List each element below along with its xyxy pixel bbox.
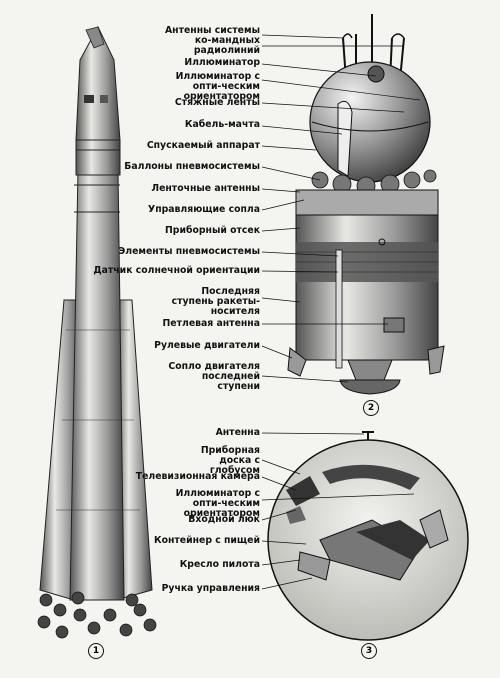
label-food-container: Контейнер с пищей: [153, 535, 260, 546]
label-steering-engines: Рулевые двигатели: [154, 340, 260, 351]
figure-number-1: 1: [88, 643, 104, 659]
label-porthole: Иллюминатор: [184, 57, 260, 68]
rocket-drawing: [37, 25, 157, 639]
label-loop-antenna: Петлевая антенна: [162, 318, 260, 329]
label-control-stick: Ручка управления: [161, 583, 260, 594]
label-porthole-orienter: Иллюминатор с опти-ческим ориентатором: [175, 71, 260, 102]
label-tape-antennas: Ленточные антенны: [151, 183, 260, 194]
label-entry-hatch: Входной люк: [188, 514, 260, 525]
label-instrument-panel: Приборная доска с глобусом: [200, 445, 260, 476]
cabin-drawing: [267, 431, 469, 641]
label-control-nozzles: Управляющие сопла: [148, 204, 260, 215]
label-instrument-section: Приборный отсек: [165, 225, 260, 236]
label-sun-sensor: Датчик солнечной ориентации: [93, 265, 260, 276]
label-command-antennas: Антенны системы ко-мандных радиолиний: [164, 25, 260, 56]
label-tv-camera: Телевизионная камера: [135, 471, 260, 482]
label-antenna: Антенна: [215, 427, 260, 438]
spacecraft-drawing: [287, 14, 445, 395]
label-cable-mast: Кабель-мачта: [184, 119, 260, 130]
label-pilot-seat: Кресло пилота: [179, 559, 260, 570]
figure-number-2: 2: [363, 400, 379, 416]
label-pneumatic-elements: Элементы пневмосистемы: [118, 246, 260, 257]
label-straps: Стяжные ленты: [174, 97, 260, 108]
label-last-stage: Последняя ступень ракеты-носителя: [171, 286, 260, 317]
leader-lines: [261, 34, 421, 590]
label-pneumatic-bottles: Баллоны пневмосистемы: [124, 161, 260, 172]
label-last-stage-nozzle: Сопло двигателя последней ступени: [168, 361, 260, 392]
label-descent-module: Спускаемый аппарат: [146, 140, 260, 151]
figure-number-3: 3: [361, 643, 377, 659]
label-cabin-porthole: Иллюминатор с опти-ческим ориентатором: [175, 488, 260, 519]
